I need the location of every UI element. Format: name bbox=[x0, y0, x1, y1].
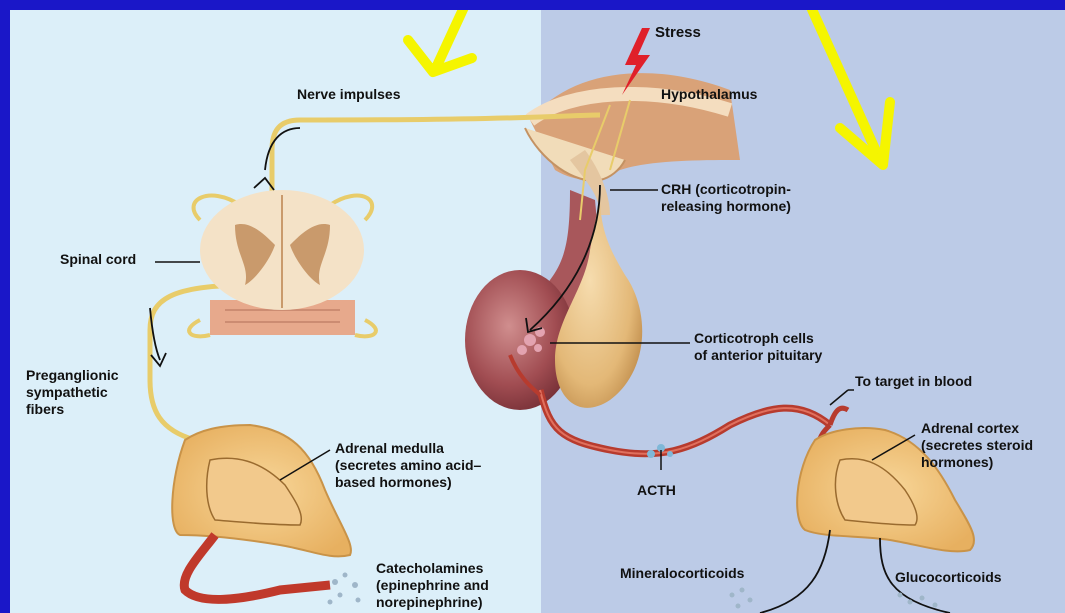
diagram-art bbox=[10, 10, 1065, 613]
glucocorticoids-label: Glucocorticoids bbox=[895, 569, 1002, 586]
to-target-label: To target in blood bbox=[855, 373, 972, 390]
crh-label: CRH (corticotropin- releasing hormone) bbox=[661, 181, 791, 215]
hypothalamus-label: Hypothalamus bbox=[661, 86, 757, 103]
corticotroph-label: Corticotroph cells of anterior pituitary bbox=[694, 330, 822, 364]
preganglionic-label: Preganglionic sympathetic fibers bbox=[26, 367, 119, 418]
mineralocorticoids-label: Mineralocorticoids bbox=[620, 565, 744, 582]
adrenal-cortex-label: Adrenal cortex (secretes steroid hormone… bbox=[921, 420, 1033, 471]
diagram-frame: Stress Hypothalamus Nerve impulses CRH (… bbox=[10, 10, 1065, 613]
pituitary-illustration bbox=[465, 190, 642, 410]
nerve-impulses-label: Nerve impulses bbox=[297, 86, 401, 103]
acth-label: ACTH bbox=[637, 482, 676, 499]
stress-label: Stress bbox=[655, 24, 701, 41]
catecholamines-label: Catecholamines (epinephrine and norepine… bbox=[376, 560, 489, 611]
adrenal-medulla-illustration bbox=[172, 425, 351, 556]
adrenal-medulla-label: Adrenal medulla (secretes amino acid– ba… bbox=[335, 440, 481, 491]
spinal-cord-label: Spinal cord bbox=[60, 251, 136, 268]
spinal-cord-illustration bbox=[189, 190, 376, 336]
